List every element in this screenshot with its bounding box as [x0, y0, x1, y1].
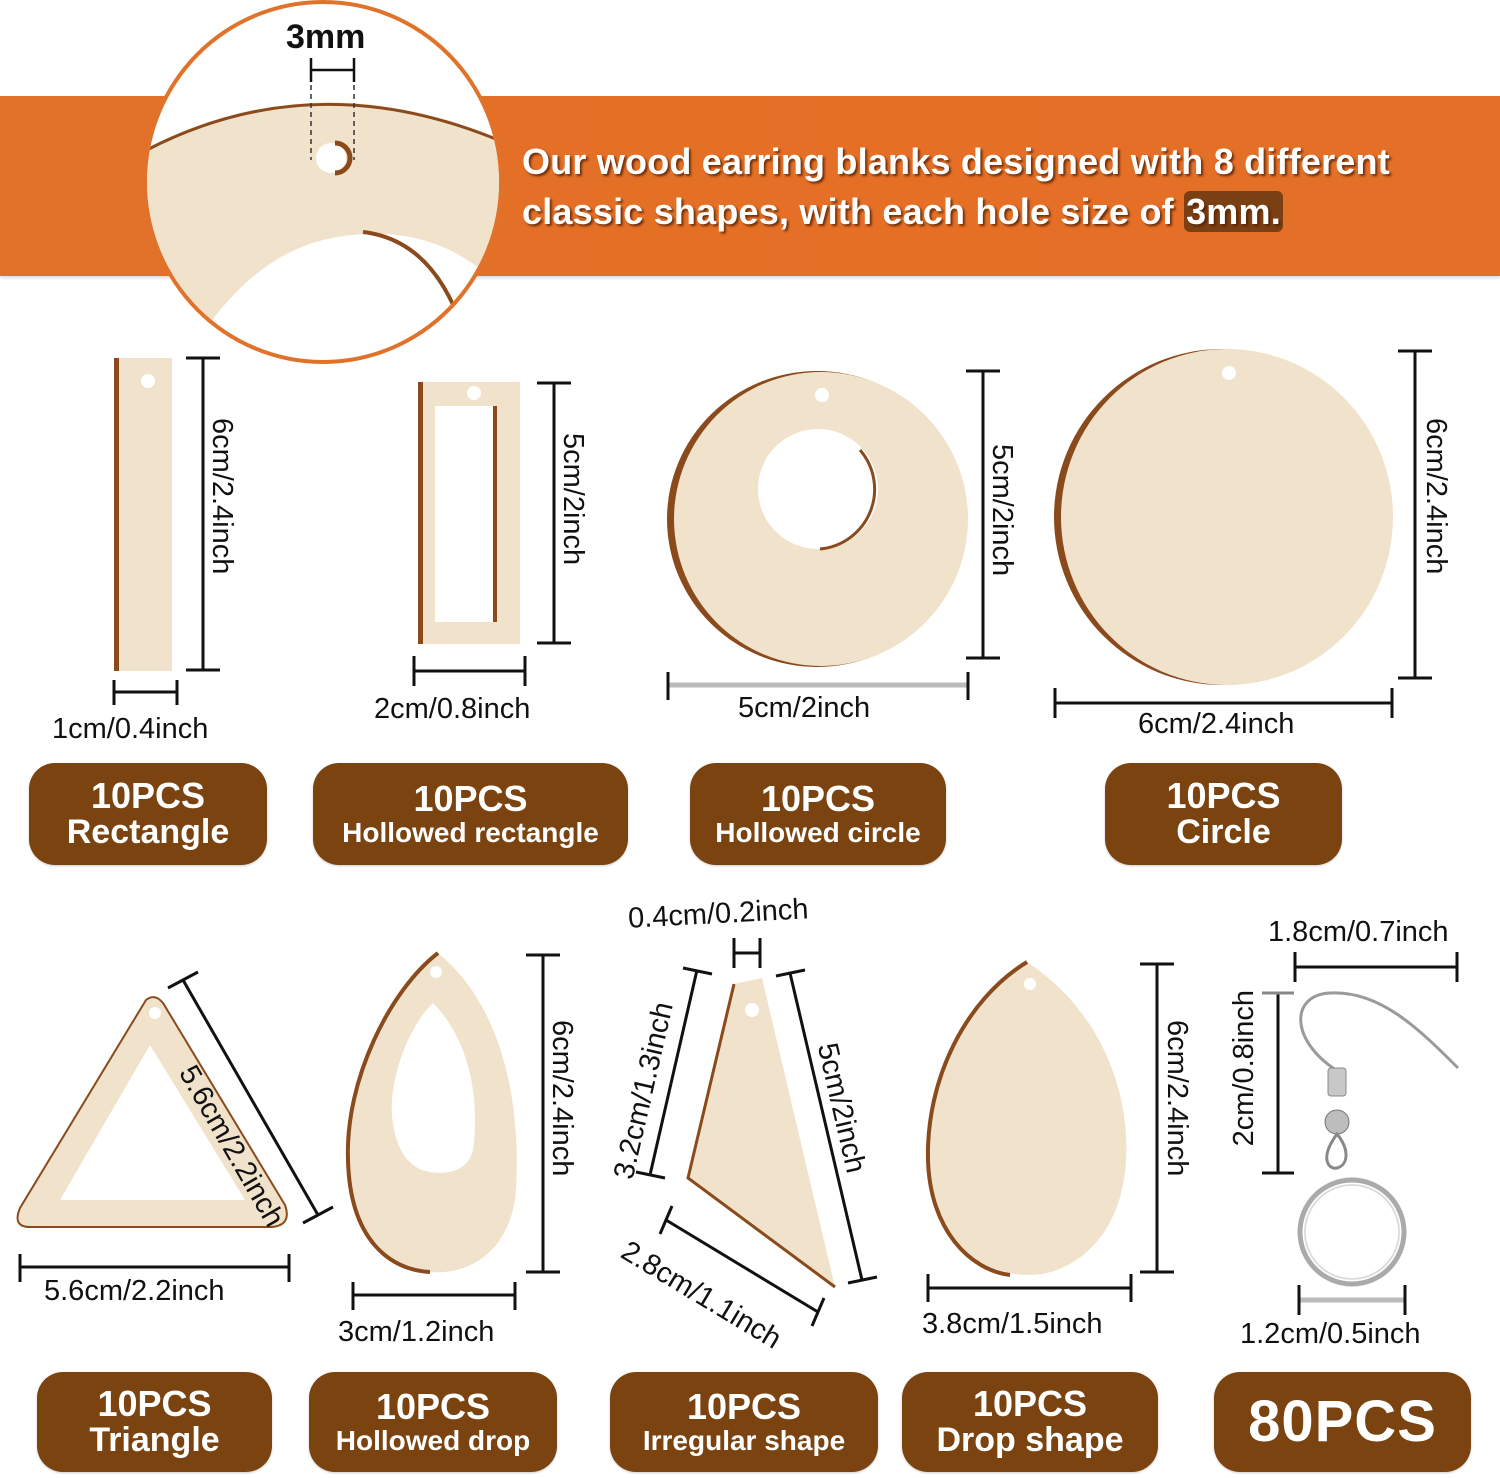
- drop-width-label: 3.8cm/1.5inch: [922, 1308, 1103, 1340]
- badge-name: Hollowed drop: [335, 1425, 531, 1457]
- badge-qty: 10PCS: [972, 1383, 1088, 1425]
- badge-circle: 10PCS Circle: [1105, 763, 1342, 865]
- badge-name: Triangle: [89, 1421, 220, 1460]
- headline-highlight: 3mm.: [1184, 191, 1283, 232]
- headline-text: Our wood earring blanks designed with 8 …: [522, 141, 1390, 232]
- irregular-shape-icon: [635, 938, 878, 1327]
- badge-name: Irregular shape: [642, 1425, 846, 1457]
- badge-name: Hollowed circle: [715, 817, 921, 849]
- badge-qty: 10PCS: [760, 778, 876, 820]
- badge-qty: 10PCS: [1166, 775, 1281, 817]
- badge-total-qty: 80PCS: [1248, 1388, 1437, 1454]
- jump-ring-icon: [1297, 1177, 1407, 1315]
- badge-drop-shape: 10PCS Drop shape: [902, 1372, 1158, 1472]
- badge-irregular-shape: 10PCS Irregular shape: [610, 1372, 878, 1472]
- badge-name: Circle: [1176, 813, 1271, 852]
- hollowed-rectangle-width-label: 2cm/0.8inch: [374, 693, 531, 725]
- hole-size-label: 3mm: [286, 18, 366, 56]
- hook-width-label: 1.8cm/0.7inch: [1268, 916, 1449, 948]
- hollowed-rectangle-shape-icon: [412, 381, 571, 686]
- badge-triangle: 10PCS Triangle: [37, 1372, 272, 1472]
- drop-height-label: 6cm/2.4inch: [1161, 1020, 1193, 1177]
- magnified-wood-icon: [147, 58, 499, 360]
- badge-name: Rectangle: [66, 813, 230, 852]
- badge-qty: 10PCS: [90, 775, 206, 817]
- circle-shape-icon: [1053, 349, 1432, 718]
- rectangle-width-label: 1cm/0.4inch: [52, 713, 209, 745]
- badge-hollowed-drop: 10PCS Hollowed drop: [309, 1372, 557, 1472]
- drop-shape-icon: [925, 960, 1174, 1302]
- badge-qty: 10PCS: [686, 1386, 802, 1428]
- hollowed-drop-height-label: 6cm/2.4inch: [546, 1020, 578, 1177]
- circle-height-label: 6cm/2.4inch: [1420, 418, 1452, 575]
- hollowed-circle-width-label: 5cm/2inch: [738, 692, 871, 724]
- row1-shapes: [112, 349, 1432, 718]
- badge-name: Hollowed rectangle: [342, 817, 599, 849]
- rectangle-shape-icon: [112, 356, 220, 705]
- badge-qty: 10PCS: [97, 1383, 212, 1425]
- triangle-width-label: 5.6cm/2.2inch: [44, 1275, 225, 1307]
- rectangle-height-label: 6cm/2.4inch: [206, 418, 238, 575]
- badge-qty: 10PCS: [413, 778, 528, 820]
- hollowed-circle-height-label: 5cm/2inch: [986, 444, 1018, 577]
- hollowed-rectangle-height-label: 5cm/2inch: [557, 433, 589, 566]
- badge-name: Drop shape: [936, 1421, 1124, 1460]
- badge-rectangle: 10PCS Rectangle: [29, 763, 267, 865]
- ring-width-label: 1.2cm/0.5inch: [1240, 1318, 1421, 1350]
- badge-hollowed-circle: 10PCS Hollowed circle: [690, 763, 946, 865]
- triangle-shape-icon: [16, 970, 334, 1282]
- headline: Our wood earring blanks designed with 8 …: [522, 137, 1492, 237]
- badge-total: 80PCS: [1214, 1372, 1471, 1472]
- hollowed-drop-width-label: 3cm/1.2inch: [338, 1316, 495, 1348]
- hook-height-label: 2cm/0.8inch: [1228, 990, 1260, 1147]
- badge-hollowed-rectangle: 10PCS Hollowed rectangle: [313, 763, 628, 865]
- circle-width-label: 6cm/2.4inch: [1138, 708, 1295, 740]
- badge-qty: 10PCS: [375, 1386, 491, 1428]
- earring-hook-icon: [1262, 952, 1460, 1175]
- hollowed-circle-shape-icon: [666, 369, 1000, 700]
- hole-magnifier: [143, 0, 503, 364]
- hollowed-drop-shape-icon: [345, 951, 560, 1310]
